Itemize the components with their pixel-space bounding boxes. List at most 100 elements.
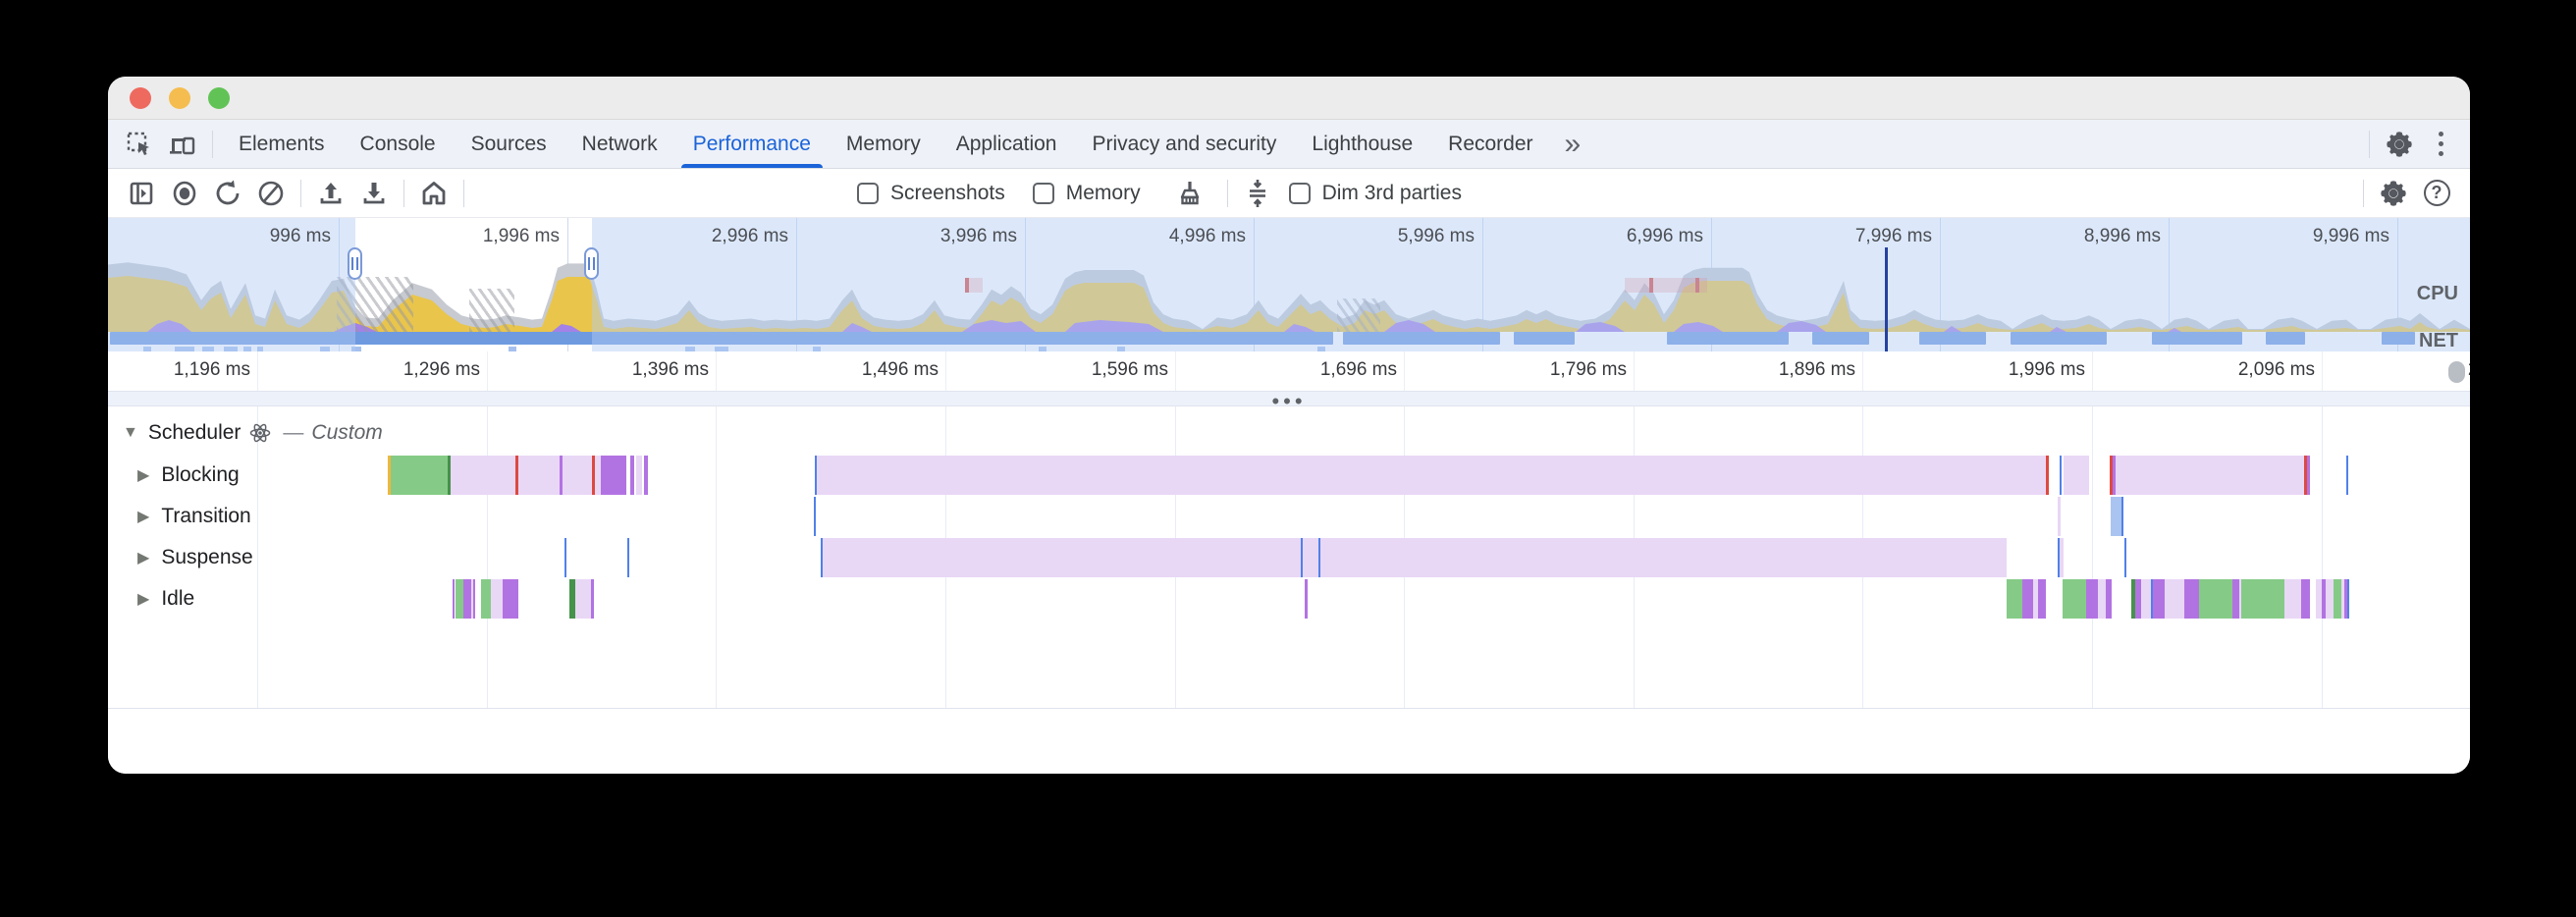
flame-segment-idle[interactable] [2347, 579, 2349, 619]
flame-segment-idle[interactable] [491, 579, 503, 619]
flame-segment-transition[interactable] [814, 497, 816, 536]
flame-segment-blocking[interactable] [815, 456, 817, 495]
flame-segment-idle[interactable] [1305, 579, 1308, 619]
flame-segment-blocking[interactable] [2110, 456, 2113, 495]
flame-segment-idle[interactable] [2007, 579, 2022, 619]
flame-segment-suspense[interactable] [2058, 538, 2060, 577]
track-row-label-suspense[interactable]: ▶Suspense [108, 538, 253, 577]
flame-segment-transition[interactable] [2111, 497, 2122, 536]
flame-segment-idle[interactable] [569, 579, 575, 619]
tab-performance[interactable]: Performance [675, 120, 829, 168]
flame-segment-suspense[interactable] [2060, 538, 2064, 577]
collapse-triangle-icon[interactable]: ▼ [123, 424, 138, 441]
more-panels-icon[interactable]: » [1564, 127, 1582, 160]
flame-segment-idle[interactable] [2153, 579, 2165, 619]
flame-segment-suspense[interactable] [1301, 538, 1303, 577]
expand-triangle-icon[interactable]: ▶ [137, 591, 150, 608]
screenshots-checkbox-box[interactable] [857, 182, 879, 204]
flame-segment-blocking[interactable] [448, 456, 451, 495]
flame-segment-idle[interactable] [2151, 579, 2153, 619]
flame-segment-idle[interactable] [2239, 579, 2241, 619]
flame-segment-blocking[interactable] [515, 456, 518, 495]
flame-segment-blocking[interactable] [451, 456, 515, 495]
flame-segment-suspense[interactable] [821, 538, 823, 577]
flame-segment-idle[interactable] [2086, 579, 2098, 619]
track-row-label-idle[interactable]: ▶Idle [108, 579, 194, 619]
expand-triangle-icon[interactable]: ▶ [137, 467, 150, 484]
flame-segment-suspense[interactable] [1318, 538, 1320, 577]
zoom-window-button[interactable] [208, 86, 230, 109]
flame-segment-blocking[interactable] [817, 456, 2046, 495]
dim-3rd-parties-checkbox-box[interactable] [1288, 182, 1311, 204]
expand-triangle-icon[interactable]: ▶ [137, 509, 150, 525]
flame-segment-blocking[interactable] [2064, 456, 2089, 495]
live-metrics-home-icon[interactable] [412, 174, 456, 213]
download-profile-icon[interactable] [352, 174, 396, 213]
customize-devtools-menu-icon[interactable] [2421, 125, 2460, 164]
device-toolbar-icon[interactable] [161, 125, 204, 164]
flame-segment-blocking[interactable] [563, 456, 592, 495]
flame-segment-idle[interactable] [463, 579, 471, 619]
flame-segment-idle[interactable] [2301, 579, 2310, 619]
flame-segment-idle[interactable] [456, 579, 463, 619]
memory-checkbox[interactable]: Memory [1032, 182, 1141, 205]
flame-segment-blocking[interactable] [2113, 456, 2116, 495]
flame-segment-idle[interactable] [591, 579, 594, 619]
flame-segment-idle[interactable] [2284, 579, 2301, 619]
flame-segment-idle[interactable] [2322, 579, 2326, 619]
track-row-label-blocking[interactable]: ▶Blocking [108, 456, 240, 495]
flame-segment-blocking[interactable] [636, 456, 642, 495]
flame-segment-blocking[interactable] [601, 456, 626, 495]
flame-segment-idle[interactable] [2241, 579, 2284, 619]
flame-segment-idle[interactable] [2326, 579, 2334, 619]
flame-segment-blocking[interactable] [595, 456, 601, 495]
screenshots-checkbox[interactable]: Screenshots [857, 182, 1005, 205]
flame-segment-idle[interactable] [2033, 579, 2038, 619]
panel-splitter[interactable]: ••• [108, 389, 2470, 413]
record-icon[interactable] [163, 174, 206, 213]
flame-segment-idle[interactable] [2344, 579, 2347, 619]
flame-segment-blocking[interactable] [560, 456, 563, 495]
feedback-help-icon[interactable]: ? [2415, 174, 2458, 213]
tab-console[interactable]: Console [359, 132, 436, 155]
flame-segment-blocking[interactable] [2307, 456, 2310, 495]
flame-segment-suspense[interactable] [564, 538, 566, 577]
dim-3rd-parties-checkbox[interactable]: Dim 3rd parties [1288, 182, 1462, 205]
flame-segment-idle[interactable] [2184, 579, 2199, 619]
flame-segment-idle[interactable] [2131, 579, 2135, 619]
flame-segment-blocking[interactable] [2116, 456, 2304, 495]
flame-segment-idle[interactable] [2038, 579, 2046, 619]
flame-segment-idle[interactable] [2232, 579, 2239, 619]
flame-segment-idle[interactable] [2098, 579, 2106, 619]
tab-sources[interactable]: Sources [470, 132, 547, 155]
tab-recorder[interactable]: Recorder [1448, 132, 1533, 155]
flame-segment-blocking[interactable] [518, 456, 560, 495]
flame-segment-blocking[interactable] [2046, 456, 2049, 495]
expand-triangle-icon[interactable]: ▶ [137, 550, 150, 566]
tab-memory[interactable]: Memory [845, 132, 921, 155]
capture-settings-gear-icon[interactable] [2372, 174, 2415, 213]
close-window-button[interactable] [130, 86, 151, 109]
flame-segment-idle[interactable] [2199, 579, 2232, 619]
flame-segment-blocking[interactable] [630, 456, 634, 495]
inspect-element-icon[interactable] [118, 125, 161, 164]
flame-segment-suspense[interactable] [2124, 538, 2126, 577]
tab-application[interactable]: Application [955, 132, 1057, 155]
flame-segment-idle[interactable] [2022, 579, 2033, 619]
flame-segment-suspense[interactable] [823, 538, 2007, 577]
flame-segment-idle[interactable] [473, 579, 475, 619]
flame-segment-idle[interactable] [471, 579, 473, 619]
minimize-window-button[interactable] [169, 86, 190, 109]
upload-profile-icon[interactable] [309, 174, 352, 213]
record-and-reload-icon[interactable] [206, 174, 249, 213]
flame-segment-idle[interactable] [2063, 579, 2086, 619]
flame-segment-idle[interactable] [481, 579, 491, 619]
flame-segment-idle[interactable] [453, 579, 455, 619]
flame-segment-idle[interactable] [2341, 579, 2344, 619]
selection-right-handle[interactable] [584, 247, 599, 280]
scheduler-track-header[interactable]: ▼ Scheduler — Custom [108, 418, 383, 448]
collect-garbage-icon[interactable] [1168, 174, 1211, 213]
tab-lighthouse[interactable]: Lighthouse [1312, 132, 1414, 155]
track-row-label-transition[interactable]: ▶Transition [108, 497, 251, 536]
